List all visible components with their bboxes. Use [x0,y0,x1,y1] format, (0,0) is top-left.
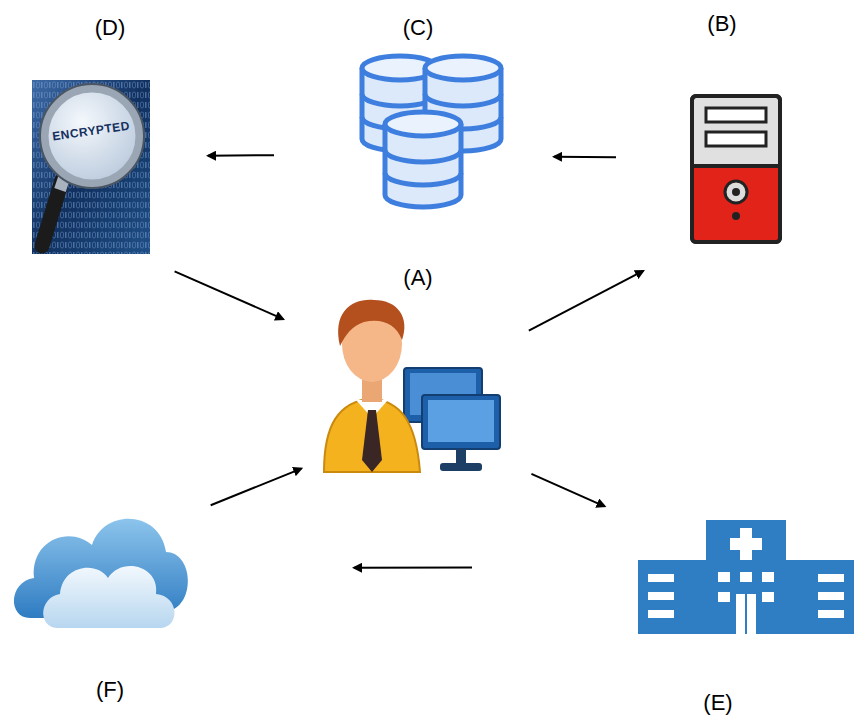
flow-arrow [211,469,302,506]
node-letter: (C) [403,15,434,41]
flow-arrow [554,156,616,158]
icon-node: (A) [318,298,504,480]
database-icon [362,56,501,207]
icon-node: (B) [668,82,804,258]
server-icon [692,96,780,242]
cloud-icon [14,519,188,628]
icon-node: (F) [8,478,194,648]
icon-node: (D)ENCRYPTED [30,78,152,256]
flow-arrow [531,474,604,506]
encrypted-icon [32,80,150,254]
node-letter: (D) [95,15,126,41]
node-letter: (B) [707,11,736,37]
flow-arrow [529,271,643,331]
flow-arrow [175,271,284,319]
icon-node: (E) [632,516,854,638]
node-letter: (A) [403,265,432,291]
flow-arrow [208,154,274,157]
flow-arrow [354,567,472,569]
hospital-icon [638,520,854,634]
node-letter: (E) [703,690,732,716]
icon-node: (C) [330,48,502,220]
node-letter: (F) [96,677,124,703]
icon-text: ENCRYPTED [52,118,131,143]
user-icon [324,300,500,472]
